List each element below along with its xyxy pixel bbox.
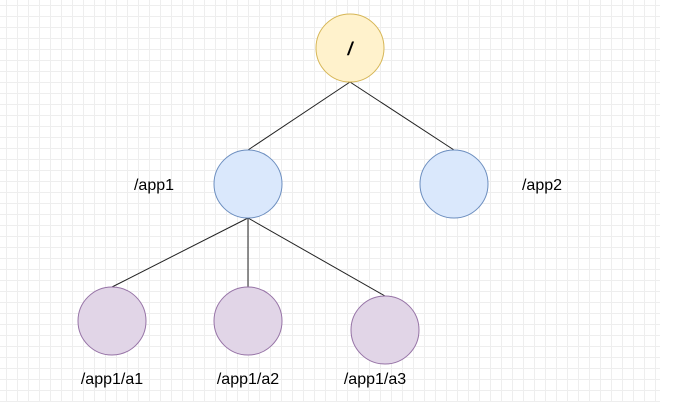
edge-root-app1 (247, 81, 351, 151)
edge-root-app2 (349, 81, 455, 151)
node-root[interactable]: / (315, 13, 385, 83)
node-app1-circle (213, 149, 283, 219)
node-a3[interactable] (350, 295, 420, 365)
node-a2-label: /app1/a2 (217, 371, 279, 388)
node-root-circle (315, 13, 385, 83)
node-app2-label: /app2 (522, 177, 562, 194)
node-a2[interactable] (213, 286, 283, 356)
node-app2[interactable] (419, 149, 489, 219)
node-a2-circle (213, 286, 283, 356)
edge-app1-a3 (247, 217, 386, 297)
node-app1[interactable] (213, 149, 283, 219)
node-a1-circle (77, 286, 147, 356)
node-app2-circle (419, 149, 489, 219)
node-a3-label: /app1/a3 (344, 371, 406, 388)
node-a1[interactable] (77, 286, 147, 356)
node-app1-label: /app1 (134, 177, 174, 194)
edge-app1-a1 (111, 217, 249, 288)
node-root-label: / (346, 39, 354, 59)
node-a3-circle (350, 295, 420, 365)
node-a1-label: /app1/a1 (81, 371, 143, 388)
